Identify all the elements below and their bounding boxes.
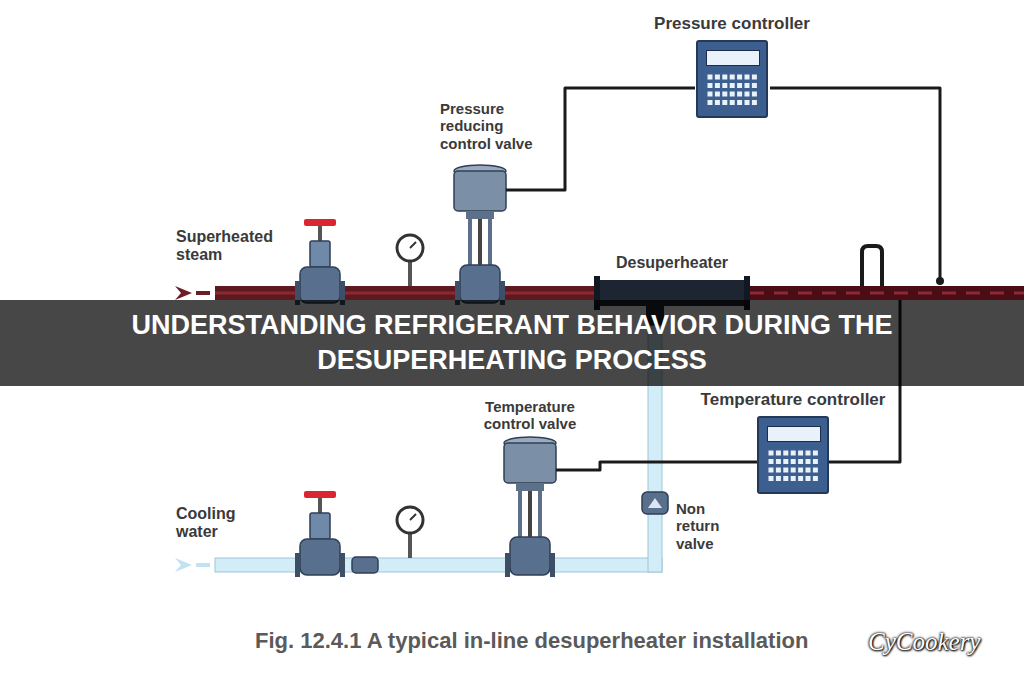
title-text: UNDERSTANDING REFRIGERANT BEHAVIOR DURIN… (102, 308, 922, 378)
controller-screen (767, 426, 821, 442)
part-label: Cooling water (176, 505, 266, 542)
part-label: Pressure reducing control valve (440, 100, 550, 152)
controller-box (757, 416, 829, 494)
part-label: Temperature control valve (465, 398, 595, 433)
controller-box (696, 40, 768, 118)
controller-label: Pressure controller (654, 14, 810, 34)
part-label: Desuperheater (616, 254, 728, 272)
controller-unit: Temperature controller (701, 390, 886, 494)
controller-keypad (767, 448, 819, 484)
watermark: CyCookery (868, 628, 980, 657)
controller-keypad (706, 72, 758, 108)
controller-unit: Pressure controller (654, 14, 810, 118)
title-band: UNDERSTANDING REFRIGERANT BEHAVIOR DURIN… (0, 300, 1024, 386)
figure-caption: Fig. 12.4.1 A typical in-line desuperhea… (255, 628, 808, 654)
controller-screen (706, 50, 760, 66)
part-label: Non return valve (676, 500, 746, 552)
part-label: Superheated steam (176, 228, 291, 265)
controller-label: Temperature controller (701, 390, 886, 410)
